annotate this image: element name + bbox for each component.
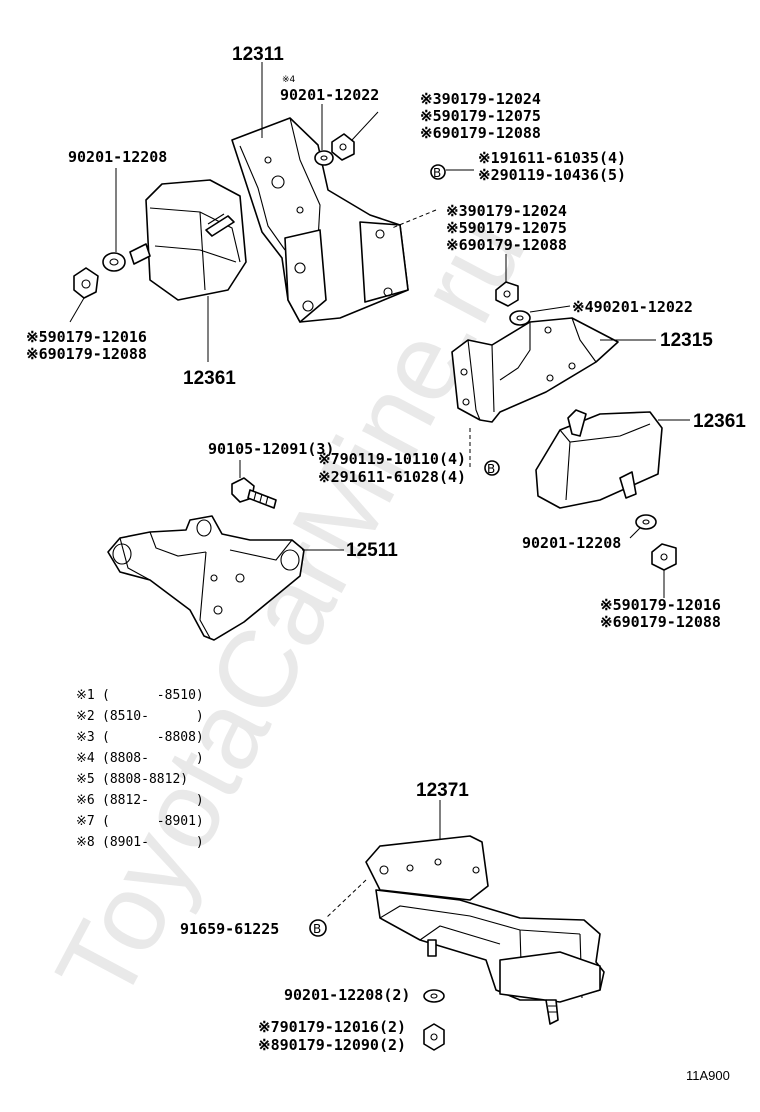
part-mid-nut-b: ※590179-12075 — [446, 219, 567, 237]
label-12361-right: 12361 — [693, 411, 746, 432]
part-90201-12022-top: 90201-12022 — [280, 86, 379, 104]
part-bolt-b-a: ※790119-10110(4) — [318, 450, 466, 468]
figure-id: 11A900 — [686, 1068, 730, 1083]
footnote-mark: ※8 — [76, 835, 95, 850]
insulator-right-drawing — [535, 409, 663, 509]
part-top-bolt-b: ※590179-12075 — [420, 107, 541, 125]
bracket-12511-drawing — [107, 515, 305, 641]
part-rear-nut-b: ※890179-12090(2) — [258, 1036, 406, 1054]
part-rear-washer: 90201-12208(2) — [284, 986, 410, 1004]
part-left-washer: 90201-12208 — [68, 148, 167, 166]
label-12371: 12371 — [416, 780, 469, 801]
part-b-bolt-rear: 91659-61225 — [180, 920, 279, 938]
footnote-list: ※1 ( -8510) ※2 (8510- ) ※3 ( -8808) ※4 (… — [76, 688, 204, 850]
top-fasteners-drawing — [314, 133, 355, 166]
b-marker-top-icon: B — [430, 164, 446, 180]
part-bolt-90105: 90105-12091(3) — [208, 440, 334, 458]
footnote-mark: ※1 — [76, 688, 95, 703]
footnote-mark: ※3 — [76, 730, 95, 745]
footnote-mark: ※4 — [76, 751, 95, 766]
footnote-range: ( -8510) — [102, 688, 204, 703]
bolt-90105-drawing — [231, 477, 277, 509]
part-right-washer: 90201-12208 — [522, 534, 621, 552]
label-12511: 12511 — [346, 540, 398, 561]
label-12311: 12311 — [232, 44, 284, 65]
footnote-mark: ※7 — [76, 814, 95, 829]
footnote-range: (8901- ) — [102, 835, 204, 850]
footnote-range: (8808-8812) — [102, 772, 188, 787]
part-right-nut-b: ※690179-12088 — [600, 613, 721, 631]
svg-text:B: B — [313, 922, 321, 936]
part-top-bolt-c: ※690179-12088 — [420, 124, 541, 142]
footnote-range: (8812- ) — [102, 793, 204, 808]
part-bolt-b-b: ※291611-61028(4) — [318, 468, 466, 486]
b-marker-mid-icon: B — [484, 460, 500, 476]
part-left-nut-b: ※690179-12088 — [26, 345, 147, 363]
part-b-marker-a: ※191611-61035(4) — [478, 149, 626, 167]
footnote-range: (8808- ) — [102, 751, 204, 766]
footnote-range: ( -8808) — [102, 730, 204, 745]
part-mid-nut-c: ※690179-12088 — [446, 236, 567, 254]
part-numbers: ※4 90201-12022 ※390179-12024 ※590179-120… — [26, 75, 721, 1054]
note-marker-4: ※4 — [282, 75, 296, 85]
insulator-left-drawing — [73, 179, 247, 301]
label-12315: 12315 — [660, 330, 713, 351]
footnote-mark: ※5 — [76, 772, 95, 787]
footnote-range: (8510- ) — [102, 709, 204, 724]
rear-fasteners-drawing — [423, 989, 445, 1051]
part-rear-nut-a: ※790179-12016(2) — [258, 1018, 406, 1036]
part-mid-nut-a: ※390179-12024 — [446, 202, 567, 220]
footnote-mark: ※6 — [76, 793, 95, 808]
part-b-marker-b: ※290119-10436(5) — [478, 166, 626, 184]
bracket-12311-drawing — [231, 117, 409, 323]
b-marker-rear-icon: B — [309, 919, 327, 937]
part-right-nut-a: ※590179-12016 — [600, 596, 721, 614]
footnote-mark: ※2 — [76, 709, 95, 724]
mid-fasteners-drawing — [495, 281, 531, 326]
right-fasteners-drawing — [635, 514, 677, 571]
support-12371-drawing — [365, 835, 605, 1025]
part-left-nut-a: ※590179-12016 — [26, 328, 147, 346]
label-12361-left: 12361 — [183, 368, 236, 389]
footnote-range: ( -8901) — [102, 814, 204, 829]
svg-text:B: B — [433, 166, 441, 180]
bracket-12315-drawing — [451, 317, 619, 423]
part-mid-washer: ※490201-12022 — [572, 298, 693, 316]
part-top-bolt-a: ※390179-12024 — [420, 90, 541, 108]
svg-text:B: B — [487, 462, 495, 476]
